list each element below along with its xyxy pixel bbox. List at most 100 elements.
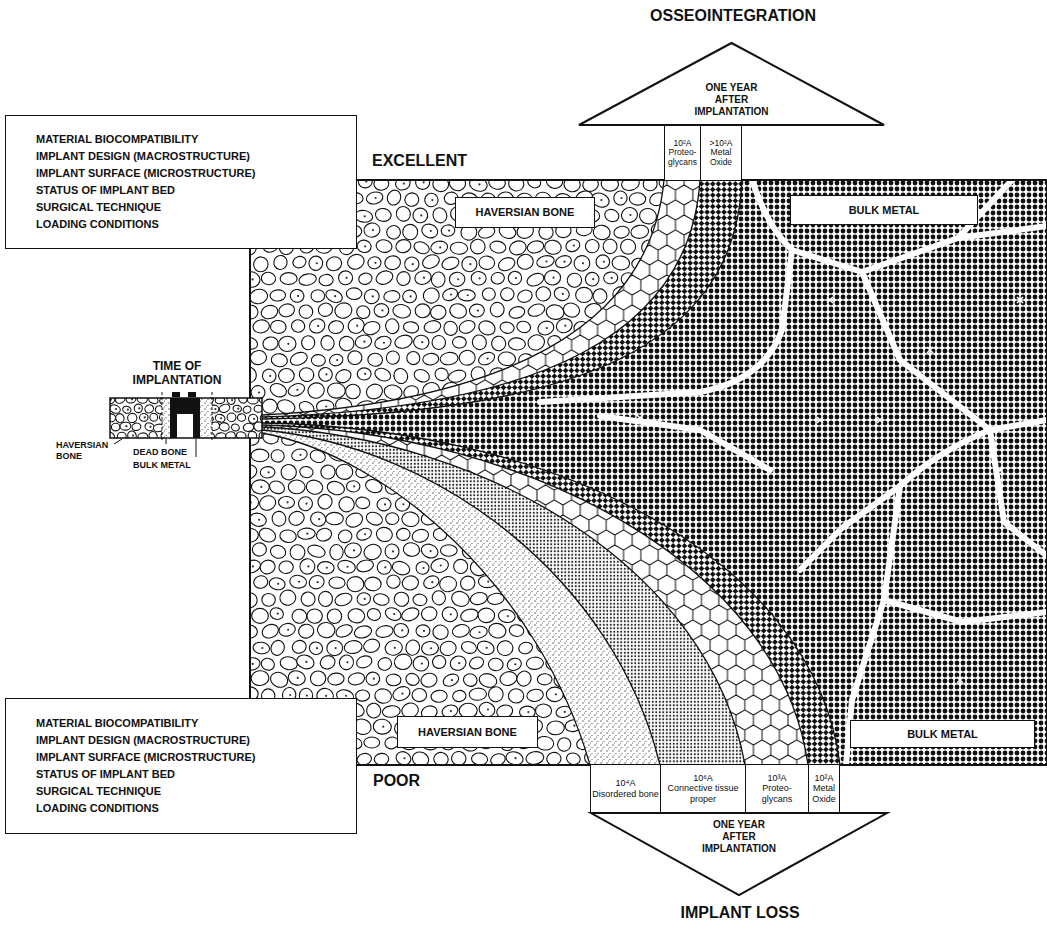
bone-cell [362,542,383,562]
bone-cell [497,640,514,656]
bone-cell [457,318,477,335]
bone-cell [431,589,447,606]
bone-cell [279,462,299,482]
osteocyte-dot [383,342,385,344]
osteocyte-dot [373,678,375,680]
bone-cell [450,242,468,255]
bone-cell [365,671,380,686]
osteocyte-dot [336,359,338,361]
bone-cell [396,528,411,541]
bone-cell [356,752,373,765]
bone-cell [556,736,573,753]
bone-cell [365,702,382,719]
bone-cell [346,481,360,492]
bone-cell [452,336,466,348]
bone-cell [619,205,639,224]
bone-cell [252,641,270,654]
bone-cell [290,318,306,333]
bone-cell [516,253,535,271]
bone-cell [429,304,447,321]
bone-cell [447,368,467,384]
bone-cell [375,526,394,544]
bone-cell [630,224,650,240]
bone-cell [462,672,479,689]
bone-cell [403,191,421,208]
osteocyte-dot [353,549,355,551]
bone-cell [334,622,354,639]
bone-cell [368,353,383,366]
osteocyte-dot [372,229,374,231]
haversian-bone [250,180,1047,765]
bone-cell [305,479,324,496]
bone-cell [271,510,287,527]
bone-cell [260,622,281,641]
bone-cell [253,574,270,589]
osteocyte-dot [326,567,328,569]
bone-cell [364,737,380,748]
bone-cell [356,591,373,607]
bone-cell [515,319,532,334]
bone-cell [291,608,308,624]
bone-cell [469,625,488,640]
bone-cell [432,751,449,765]
bone-cell [374,268,395,286]
bone-cell [337,529,353,544]
osteocyte-dot [412,263,414,265]
osteocyte-dot [431,581,433,583]
osteocyte-dot [478,183,480,185]
bone-cell [252,608,269,623]
bone-cell [373,334,393,351]
bone-cell [318,654,337,671]
osteocyte-dot [306,694,308,696]
osteocyte-dot [527,711,529,713]
bone-cell [346,288,362,300]
bone-cell [250,591,259,610]
osteocyte-dot [287,629,289,631]
bone-cell [377,560,391,574]
bone-cell [404,638,421,656]
bone-cell [468,655,486,671]
bone-cell [270,320,287,334]
osteocyte-dot [555,693,557,695]
bone-cell [404,672,421,688]
osteocyte-dot [325,373,327,375]
bone-cell [257,526,278,545]
osteocyte-dot [600,199,602,201]
bone-cell [384,318,400,335]
bone-cell [327,672,345,686]
bone-cell [374,303,389,317]
osteocyte-dot [450,710,452,712]
bone-cell [250,365,258,384]
bone-cell [355,558,374,574]
bone-cell [297,623,315,639]
bone-cell [262,399,277,413]
bone-cell [307,254,324,272]
bone-cell [416,625,430,638]
bone-cell [337,494,357,514]
bone-cell [347,608,366,625]
bone-cell [358,180,373,188]
bone-cell [299,590,316,607]
bone-cell [250,670,269,687]
osteocyte-dot [353,485,355,487]
bone-cell [279,589,298,607]
bone-cell [307,574,326,591]
bone-cell [619,237,638,256]
bone-cell [297,303,314,320]
bone-cell [592,288,608,305]
osteocyte-dot [297,677,299,679]
bone-cell [373,366,393,384]
bone-cell [488,658,504,672]
bone-cell [250,270,262,290]
bone-cell [253,257,268,273]
bone-cell [603,271,619,284]
bone-cell [361,319,381,336]
bone-cell [441,286,460,302]
bone-cell [289,574,308,589]
bone-cell [297,528,315,540]
bone-cell [535,286,551,301]
bone-cell [505,750,525,765]
osteocyte-dot [423,630,425,632]
osteocyte-dot [439,246,441,248]
osteocyte-dot [564,711,566,713]
